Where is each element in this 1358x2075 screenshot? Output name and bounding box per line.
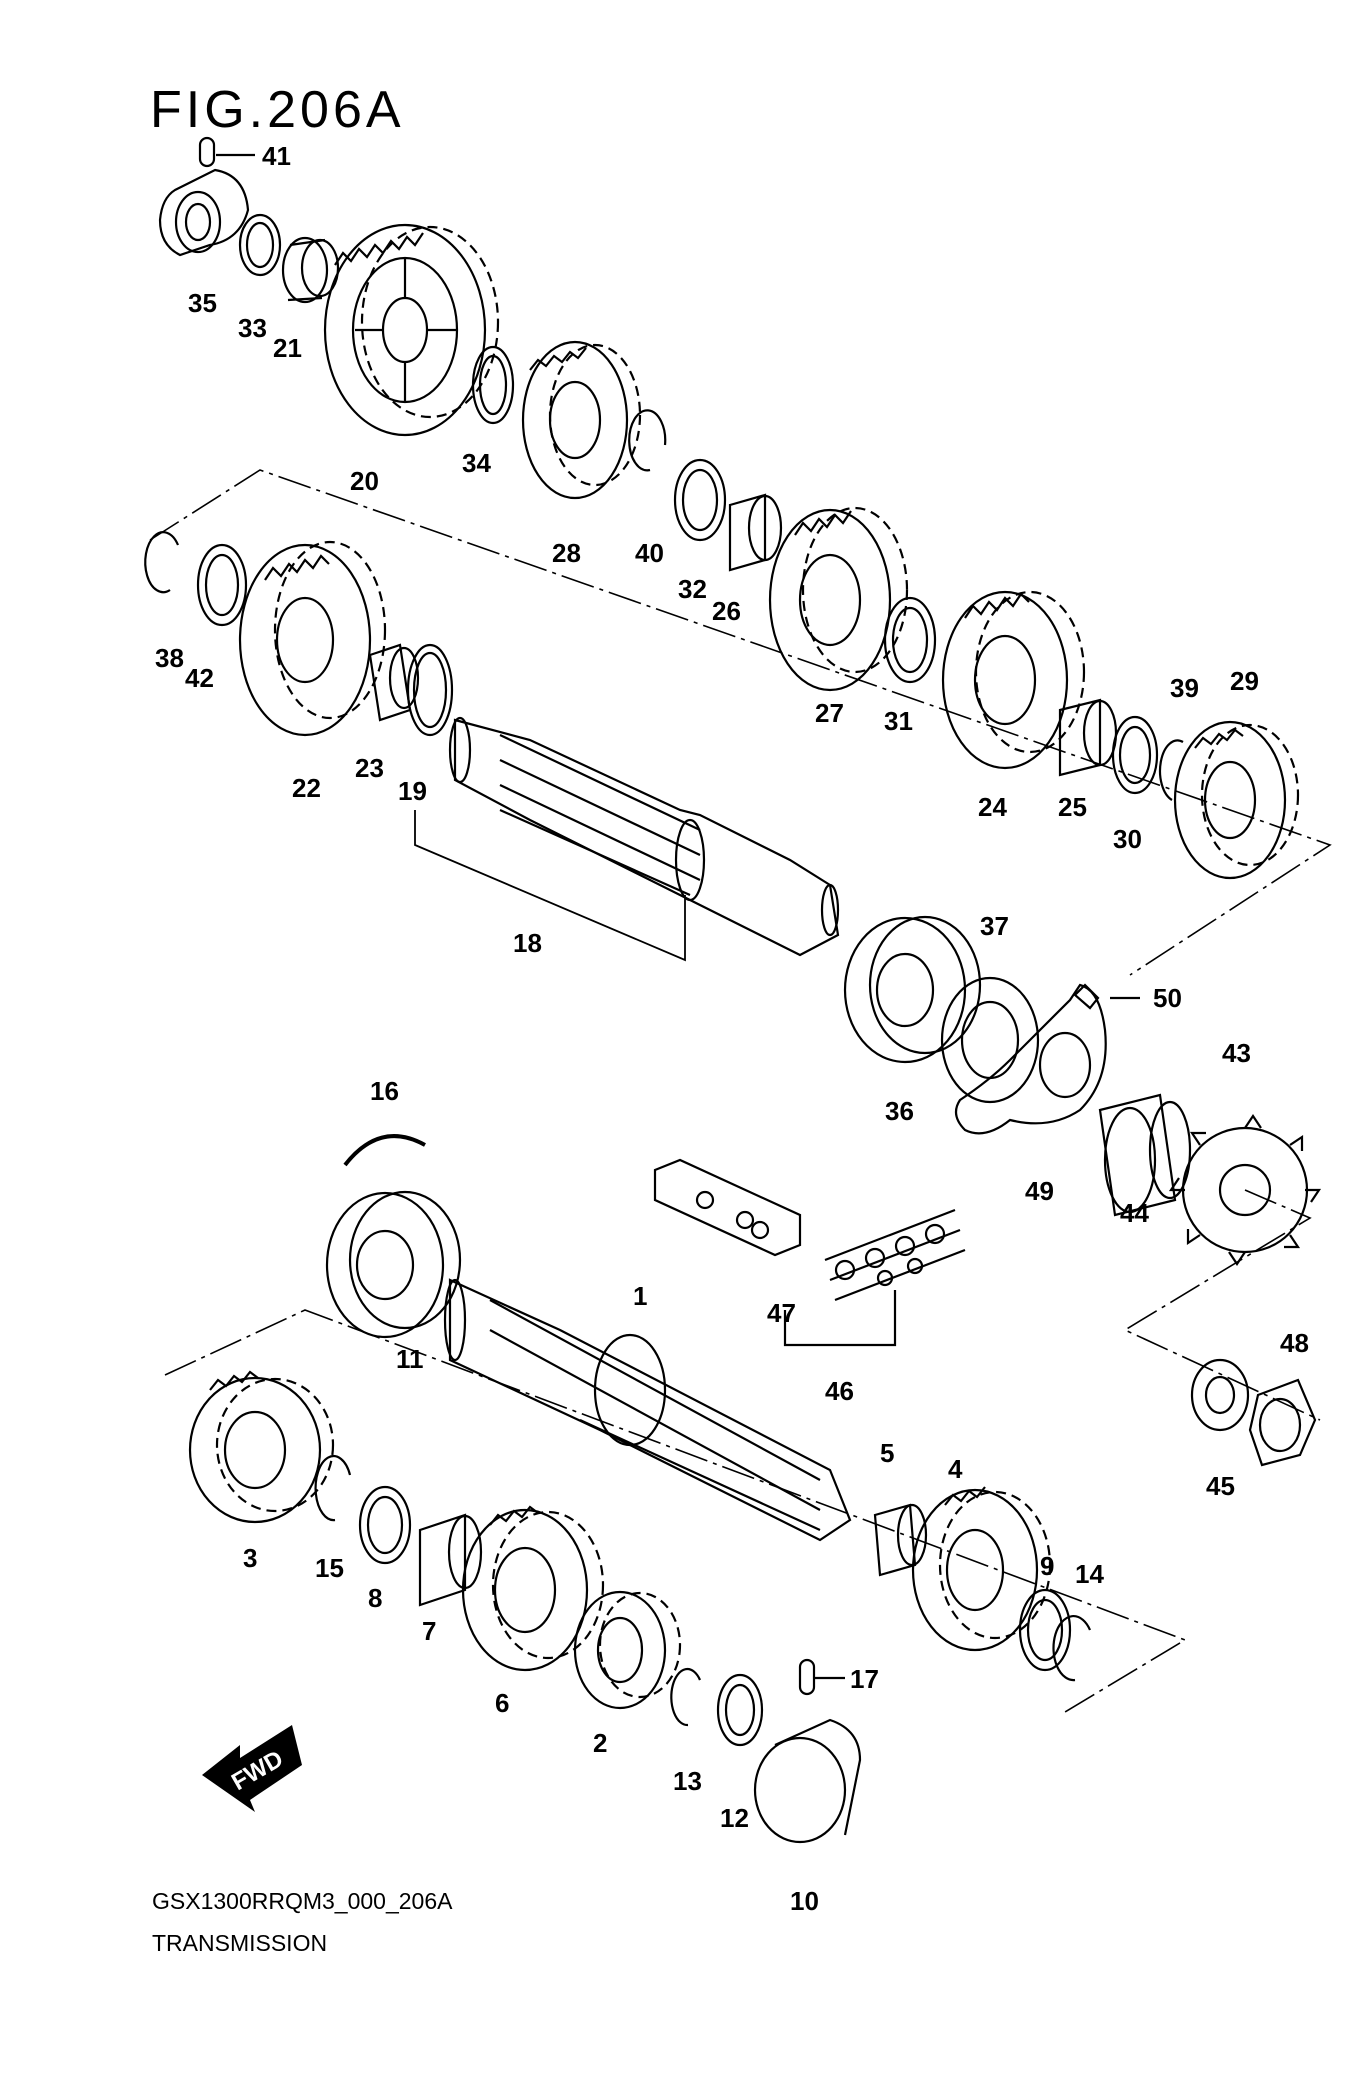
part-label-4: 4	[948, 1454, 963, 1484]
part-label-50: 50	[1153, 983, 1182, 1013]
upper-shaft-frame	[149, 469, 1332, 976]
part-label-26: 26	[712, 596, 741, 626]
part-label-21: 21	[273, 333, 302, 363]
diagram-subtitle: TRANSMISSION	[152, 1930, 328, 1956]
part-label-17: 17	[850, 1664, 879, 1694]
diagram-code: GSX1300RRQM3_000_206A	[152, 1888, 453, 1914]
part-label-9: 9	[1040, 1551, 1054, 1581]
part-label-30: 30	[1113, 824, 1142, 854]
part-label-47: 47	[767, 1298, 796, 1328]
part-label-16: 16	[370, 1076, 399, 1106]
part-label-31: 31	[884, 706, 913, 736]
part-label-14: 14	[1075, 1559, 1104, 1589]
part-label-22: 22	[292, 773, 321, 803]
pin-41-shape	[198, 136, 216, 168]
part-label-45: 45	[1206, 1471, 1235, 1501]
sprocket-frame	[1123, 1189, 1321, 1421]
part-label-46: 46	[825, 1376, 854, 1406]
part-label-23: 23	[355, 753, 384, 783]
part-label-7: 7	[422, 1616, 436, 1646]
part-label-42: 42	[185, 663, 214, 693]
part-label-8: 8	[368, 1583, 382, 1613]
part-label-49: 49	[1025, 1176, 1054, 1206]
part-label-40: 40	[635, 538, 664, 568]
part-label-39: 39	[1170, 673, 1199, 703]
part-label-44: 44	[1120, 1198, 1149, 1228]
part-label-19: 19	[398, 776, 427, 806]
part-label-35: 35	[188, 288, 217, 318]
lower-shaft-frame	[164, 1309, 1187, 1716]
part-label-5: 5	[880, 1438, 894, 1468]
driveshaft-group	[188, 1134, 1092, 1844]
part-label-36: 36	[885, 1096, 914, 1126]
chain-group	[653, 1158, 1317, 1467]
part-label-43: 43	[1222, 1038, 1251, 1068]
part-label-37: 37	[980, 911, 1009, 941]
part-label-27: 27	[815, 698, 844, 728]
part-label-20: 20	[350, 466, 379, 496]
part-label-15: 15	[315, 1553, 344, 1583]
part-label-2: 2	[593, 1728, 607, 1758]
part-label-34: 34	[462, 448, 491, 478]
bracket-18	[414, 810, 686, 962]
part-label-1: 1	[633, 1281, 647, 1311]
part-label-13: 13	[673, 1766, 702, 1796]
part-label-48: 48	[1280, 1328, 1309, 1358]
part-label-24: 24	[978, 792, 1007, 822]
part-label-29: 29	[1230, 666, 1259, 696]
part-label-28: 28	[552, 538, 581, 568]
part-label-32: 32	[678, 574, 707, 604]
part-label-6: 6	[495, 1688, 509, 1718]
part-label-3: 3	[243, 1543, 257, 1573]
part-label-33: 33	[238, 313, 267, 343]
part-label-12: 12	[720, 1803, 749, 1833]
part-label-10: 10	[790, 1886, 819, 1916]
part-label-38: 38	[155, 643, 184, 673]
figure-title: FIG.206A	[150, 81, 405, 139]
part-label-11: 11	[396, 1344, 424, 1374]
part-label-41: 41	[262, 141, 291, 171]
countershaft-group	[144, 136, 1322, 1266]
fwd-arrow-icon: FWD	[202, 1725, 302, 1812]
collar-35-shape	[158, 168, 250, 257]
part-label-25: 25	[1058, 792, 1087, 822]
part-label-18: 18	[513, 928, 542, 958]
